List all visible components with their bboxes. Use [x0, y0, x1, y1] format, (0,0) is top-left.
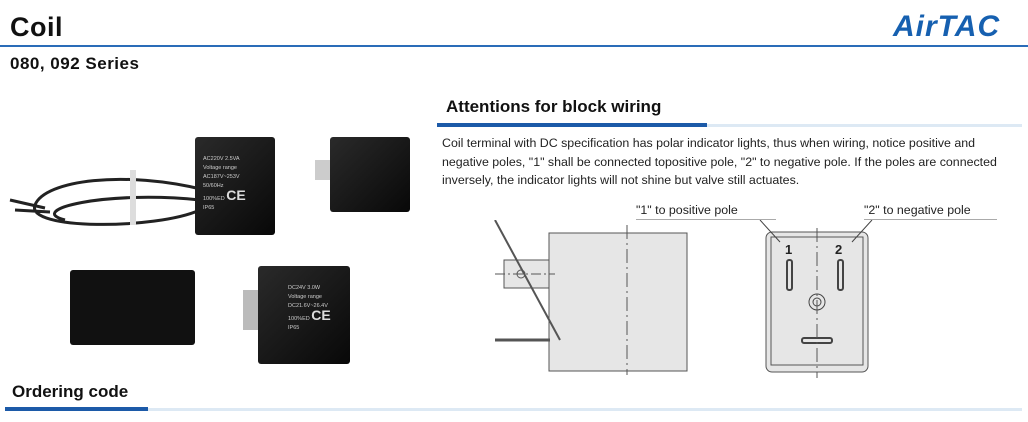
ce-mark: CE: [226, 187, 246, 203]
coil-label: DC24V 3.0W: [288, 285, 321, 291]
coil-photo-dc: DC24V 3.0W Voltage range DC21.6V~26.4V 1…: [258, 266, 350, 364]
coil-label: 100%ED: [203, 196, 225, 202]
cable-icon: [9, 170, 206, 226]
page-title: Coil: [10, 12, 63, 42]
wiring-note: Coil terminal with DC specification has …: [442, 136, 997, 188]
coil-label: Voltage range: [203, 165, 237, 171]
coil-label: IP65: [288, 325, 300, 331]
negative-pole-label: "2" to negative pole: [864, 203, 997, 220]
coil-photo-connector: [70, 270, 195, 345]
coil-label: IP65: [203, 205, 215, 211]
positive-pole-label: "1" to positive pole: [636, 203, 776, 220]
section-heading-wiring: Attentions for block wiring: [446, 97, 662, 116]
coil-front-view-drawing: 1 2: [759, 220, 873, 378]
coil-side-view-drawing: 1 2: [494, 220, 873, 378]
coil-label: Voltage range: [288, 294, 322, 300]
coil-label: 100%ED: [288, 316, 310, 322]
series-title: 080, 092 Series: [10, 54, 140, 73]
heading-underline: [437, 123, 707, 127]
heading-underline: [5, 407, 148, 411]
ce-mark: CE: [311, 307, 331, 323]
coil-label: AC220V 2.5VA: [203, 156, 240, 162]
divider: [0, 45, 1028, 47]
airtac-logo: AirTAC: [893, 10, 1001, 43]
coil-label: 50/60Hz: [203, 183, 224, 189]
coil-label: DC21.6V~26.4V: [288, 303, 328, 309]
coil-photo-small: [330, 137, 410, 212]
coil-label: AC187V~253V: [203, 174, 240, 180]
section-heading-ordering: Ordering code: [12, 382, 129, 401]
pin-2-label: 2: [835, 242, 842, 257]
pin-1-label: 1: [785, 242, 792, 257]
coil-photo-ac: AC220V 2.5VA Voltage range AC187V~253V 5…: [195, 137, 275, 235]
